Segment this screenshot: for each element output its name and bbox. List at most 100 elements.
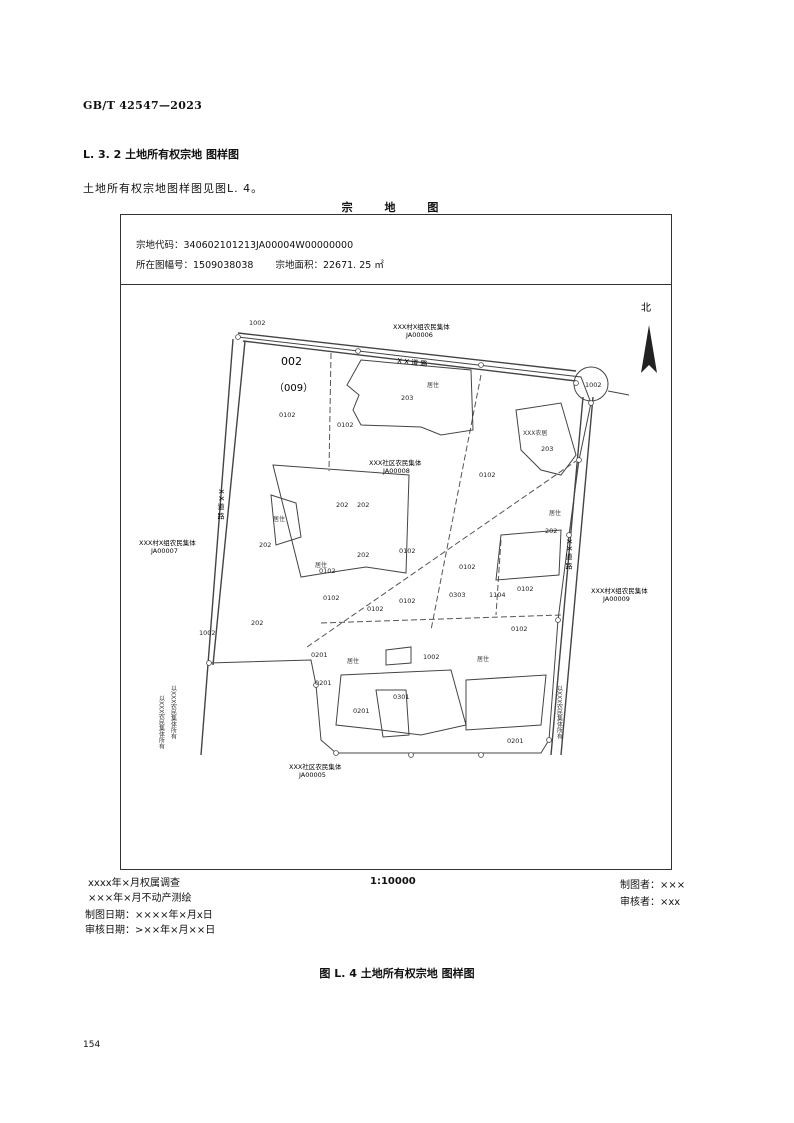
map-frame-title: 宗 地 图 xyxy=(341,201,453,214)
land-code: 1002 xyxy=(249,319,266,327)
field-block xyxy=(272,464,410,578)
land-code: 0102 xyxy=(279,411,296,419)
road-spur xyxy=(607,390,630,396)
survey-line-1: xxxx年×月权属调查 xyxy=(88,878,181,889)
building-note: 居住 xyxy=(427,381,439,389)
map-scale: 1:10000 xyxy=(370,876,416,887)
division-line xyxy=(495,539,502,616)
parcel-code: 宗地代码：340602101213JA00004W00000000 xyxy=(136,240,354,251)
building-note: 居住 xyxy=(477,655,489,663)
edge-note-left: 以XXX农民集体所有 xyxy=(170,685,177,741)
edge-note-bottom-left: 以XXX农民集体所有 xyxy=(158,695,165,751)
land-code: 0102 xyxy=(399,547,416,555)
boundary-node xyxy=(235,334,241,340)
land-code: 1002 xyxy=(585,381,602,389)
parcel-map: 北 002 （009） XXX村X组农民集体 JA00006 XXX村X组农民集… xyxy=(139,302,657,779)
north-arrow-icon xyxy=(641,325,657,373)
land-code: 0301 xyxy=(393,693,410,701)
building-note: 居住 xyxy=(273,515,285,523)
page-number: 154 xyxy=(83,1040,101,1050)
sheet-and-area: 所在图幅号：1509038038 宗地面积：22671. 25 ㎡ xyxy=(136,257,384,271)
owner-east-name: XXX村X组农民集体 xyxy=(591,586,648,595)
owner-south-code: JA00005 xyxy=(298,771,326,779)
land-code: 202 xyxy=(336,501,348,509)
land-code: 202 xyxy=(251,619,263,627)
boundary-node xyxy=(576,457,582,463)
intro-text: 土地所有权宗地图样图见图L. 4。 xyxy=(83,182,264,195)
north-road-label: X X 道 路 xyxy=(397,356,428,368)
west-road-edge-b xyxy=(212,340,246,666)
land-code: 0201 xyxy=(311,651,328,659)
boundary-node xyxy=(573,380,579,386)
land-code: 0102 xyxy=(319,567,336,575)
land-code: 1002 xyxy=(199,629,216,637)
field-block xyxy=(495,529,562,581)
field-block xyxy=(270,494,302,546)
parcel-number: 002 xyxy=(281,355,302,368)
sheet-number: 所在图幅号：1509038038 xyxy=(136,260,254,271)
north-road-edge-a xyxy=(237,332,577,372)
north-label: 北 xyxy=(641,302,651,314)
owner-north-code: JA00006 xyxy=(405,331,433,339)
owner-center-name: XXX社区农民集体 xyxy=(369,458,422,467)
division-line xyxy=(320,614,562,624)
standard-code: GB/T 42547—2023 xyxy=(83,99,203,112)
owner-south-name: XXX社区农民集体 xyxy=(289,762,342,771)
field-block xyxy=(375,689,410,738)
land-code: 202 xyxy=(259,541,271,549)
east-road-edge-a xyxy=(550,396,584,756)
parcel-area: 宗地面积：22671. 25 ㎡ xyxy=(275,260,384,271)
field-block xyxy=(335,669,467,736)
division-line xyxy=(306,460,577,648)
boundary-node xyxy=(478,362,484,368)
field-block xyxy=(465,674,547,731)
land-code: 0102 xyxy=(479,471,496,479)
land-code: 0102 xyxy=(367,605,384,613)
land-code: 202 xyxy=(545,527,557,535)
boundary-node xyxy=(313,682,319,688)
boundary-node xyxy=(588,400,594,406)
building-note: XXX农居 xyxy=(523,429,547,437)
section-heading: L. 3. 2 土地所有权宗地 图样图 xyxy=(83,148,239,161)
east-road-edge-b xyxy=(560,396,594,756)
boundary-node xyxy=(206,660,212,666)
parcel-number-sub: （009） xyxy=(274,382,313,394)
land-code: 1002 xyxy=(423,653,440,661)
east-road-label: X X 道 路 xyxy=(565,539,573,570)
boundary-node xyxy=(333,750,339,756)
review-date: 审核日期：>××年×月××日 xyxy=(85,925,216,936)
land-code: 0201 xyxy=(315,679,332,687)
land-code: 203 xyxy=(541,445,553,453)
land-code: 203 xyxy=(401,394,413,402)
division-line xyxy=(328,352,332,472)
owner-west-code: JA00007 xyxy=(150,547,178,555)
land-code: 202 xyxy=(357,501,369,509)
field-block xyxy=(515,402,577,476)
boundary-node xyxy=(355,348,361,354)
survey-line-2: ×××年×月不动产测绘 xyxy=(88,893,192,904)
land-code: 0201 xyxy=(353,707,370,715)
map-frame: 宗地代码：340602101213JA00004W00000000 所在图幅号：… xyxy=(120,214,672,870)
north-road-edge-b xyxy=(242,340,577,382)
building-note: 居住 xyxy=(347,657,359,665)
boundary-node xyxy=(546,737,552,743)
land-code: 0102 xyxy=(399,597,416,605)
boundary-node xyxy=(555,617,561,623)
building-note: 居住 xyxy=(315,561,327,569)
land-code: 0102 xyxy=(517,585,534,593)
land-code: 0201 xyxy=(507,737,524,745)
draw-date: 制图日期：××××年×月x日 xyxy=(85,910,213,921)
land-code: 0102 xyxy=(323,594,340,602)
land-code: 0102 xyxy=(459,563,476,571)
edge-note-right: 以XXX农民集体所有 xyxy=(556,685,563,741)
figure-caption: 图 L. 4 土地所有权宗地 图样图 xyxy=(319,967,475,980)
map-info-header: 宗地代码：340602101213JA00004W00000000 所在图幅号：… xyxy=(121,215,671,285)
land-code: 1104 xyxy=(489,591,506,599)
reviewer: 审核者：×xx xyxy=(620,897,681,908)
land-code: 0102 xyxy=(337,421,354,429)
west-road-edge-a xyxy=(200,338,234,756)
land-code: 0102 xyxy=(511,625,528,633)
owner-north-name: XXX村X组农民集体 xyxy=(393,322,450,331)
owner-east-code: JA00009 xyxy=(602,595,630,603)
land-code: 202 xyxy=(357,551,369,559)
